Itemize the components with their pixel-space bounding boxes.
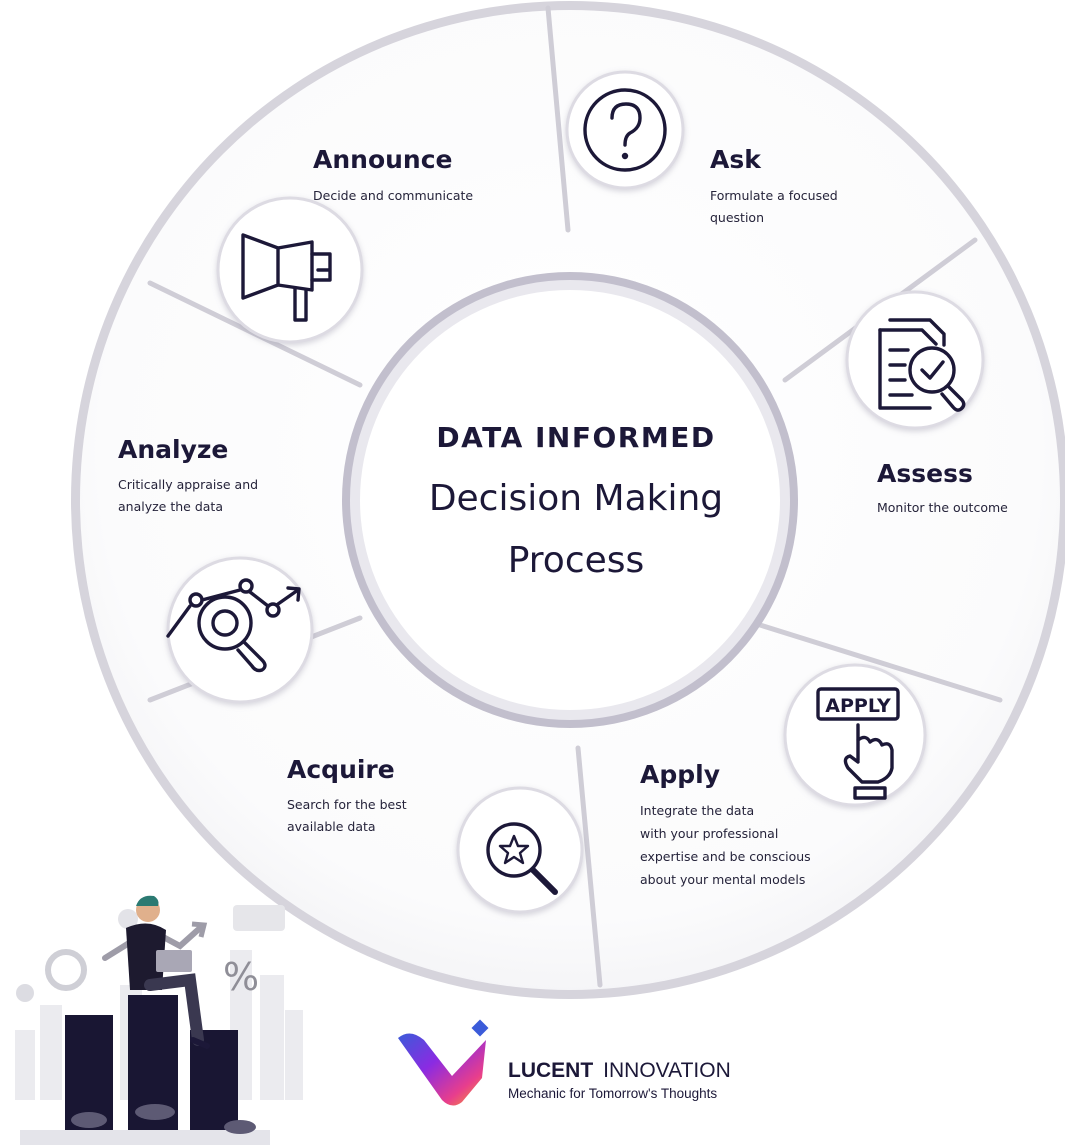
segment-desc-line: question [710,210,764,225]
coin-icon [16,984,34,1002]
segment-desc-line: available data [287,819,376,834]
segment-acquire: Acquire Search for the best available da… [287,755,558,895]
brand-name-bold: LUCENT [508,1059,593,1082]
apply-icon-label: APPLY [825,695,891,717]
segment-ask: Ask Formulate a focused question [583,88,838,225]
percent-symbol: % [223,955,259,999]
center-heading: DATA INFORMED [436,421,715,454]
apply-button-hand-icon: APPLY [816,687,900,800]
logo-mark-icon [398,1033,486,1106]
segment-title: Ask [710,145,762,174]
person-with-laptop [126,895,210,1049]
segment-desc-line: analyze the data [118,499,223,514]
segment-analyze: Analyze Critically appraise and analyze … [118,435,301,673]
segment-desc-line: with your professional [640,826,778,841]
coin-stacks [20,995,270,1145]
mini-chart-icon [233,905,285,931]
segment-desc-line: expertise and be conscious [640,849,811,864]
document-check-magnifier-icon [878,318,966,412]
segment-desc-line: Decide and communicate [313,188,473,203]
segment-announce: Announce Decide and communicate [241,145,473,322]
center-subtitle-2: Process [508,540,645,581]
brand-name-rest: INNOVATION [603,1059,731,1082]
donut-chart-icon [45,949,87,991]
star-magnifier-icon [486,822,558,895]
segment-title: Acquire [287,755,395,784]
brand-logo: LUCENT INNOVATION Mechanic for Tomorrow'… [398,1019,731,1106]
question-mark-icon [583,88,667,172]
growth-illustration: % [15,895,303,1145]
center-subtitle-1: Decision Making [429,478,723,519]
segment-desc-line: about your mental models [640,872,805,887]
inner-disc [360,290,780,710]
segment-desc-line: Monitor the outcome [877,500,1008,515]
segment-title: Analyze [118,435,228,464]
segment-assess: Assess Monitor the outcome [877,318,1008,515]
segment-desc-line: Integrate the data [640,803,754,818]
segment-title: Announce [313,145,453,174]
segment-title: Assess [877,459,973,488]
megaphone-icon [241,233,332,322]
clock-icon [118,909,138,929]
analysis-magnifier-icon [166,578,301,673]
segment-desc-line: Formulate a focused [710,188,838,203]
background-bars [15,950,303,1100]
segment-title: Apply [640,760,720,789]
segment-apply: Apply Integrate the data with your profe… [640,687,900,887]
segment-desc-line: Search for the best [287,797,407,812]
svg-text:LUCENT INNOVATION: LUCENT INNOVATION [508,1059,731,1082]
segment-desc-line: Critically appraise and [118,477,258,492]
brand-tagline: Mechanic for Tomorrow's Thoughts [508,1086,717,1101]
